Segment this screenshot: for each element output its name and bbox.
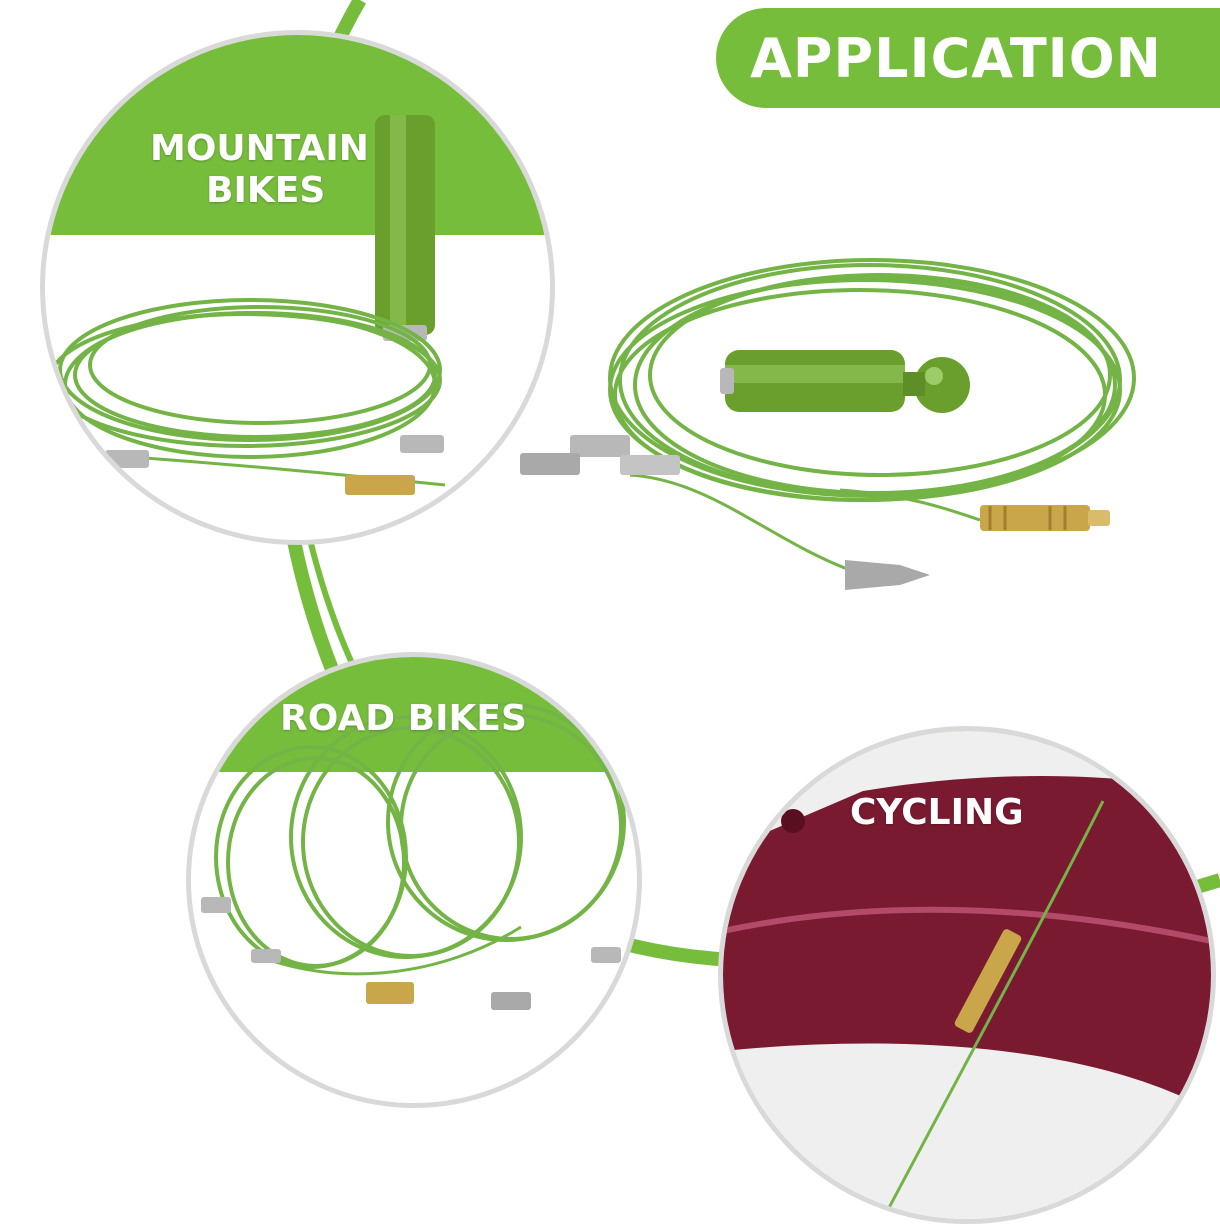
hex-tool-icon: [720, 350, 970, 413]
cycling-label: CYCLING: [850, 792, 1024, 833]
metal-end-cap-icon: [591, 947, 621, 963]
cycling-circle: [718, 726, 1216, 1224]
brass-connector-icon: [954, 929, 1022, 1033]
cycling-image: [723, 731, 1211, 1219]
road-bikes-label: ROAD BIKES: [280, 698, 527, 739]
metal-end-cap-icon: [491, 992, 531, 1010]
application-badge: APPLICATION: [716, 8, 1220, 108]
brass-connector-icon: [366, 982, 414, 1004]
road-bikes-image: [191, 657, 637, 1010]
metal-end-cap-icon: [400, 435, 444, 453]
mountain-bikes-image: [45, 35, 550, 495]
hex-tool-icon: [375, 115, 435, 341]
mountain-bikes-circle: [40, 30, 555, 545]
metal-end-cap-icon: [520, 435, 930, 590]
loose-cable: [629, 473, 851, 572]
application-title: APPLICATION: [750, 26, 1162, 90]
metal-end-cap-icon: [201, 897, 231, 913]
brass-connector-icon: [980, 505, 1110, 531]
road-bikes-circle: [186, 652, 642, 1108]
product-cable-kit: [520, 258, 1136, 590]
cable-coil-icon: [214, 702, 626, 969]
metal-end-cap-icon: [251, 949, 281, 963]
metal-end-cap-icon: [105, 450, 149, 468]
mountain-bikes-label-line2: BIKES: [206, 170, 326, 211]
mountain-bikes-label-line1: MOUNTAIN: [150, 128, 369, 169]
cable-coil-icon: [48, 298, 442, 459]
brass-connector-icon: [345, 475, 415, 495]
